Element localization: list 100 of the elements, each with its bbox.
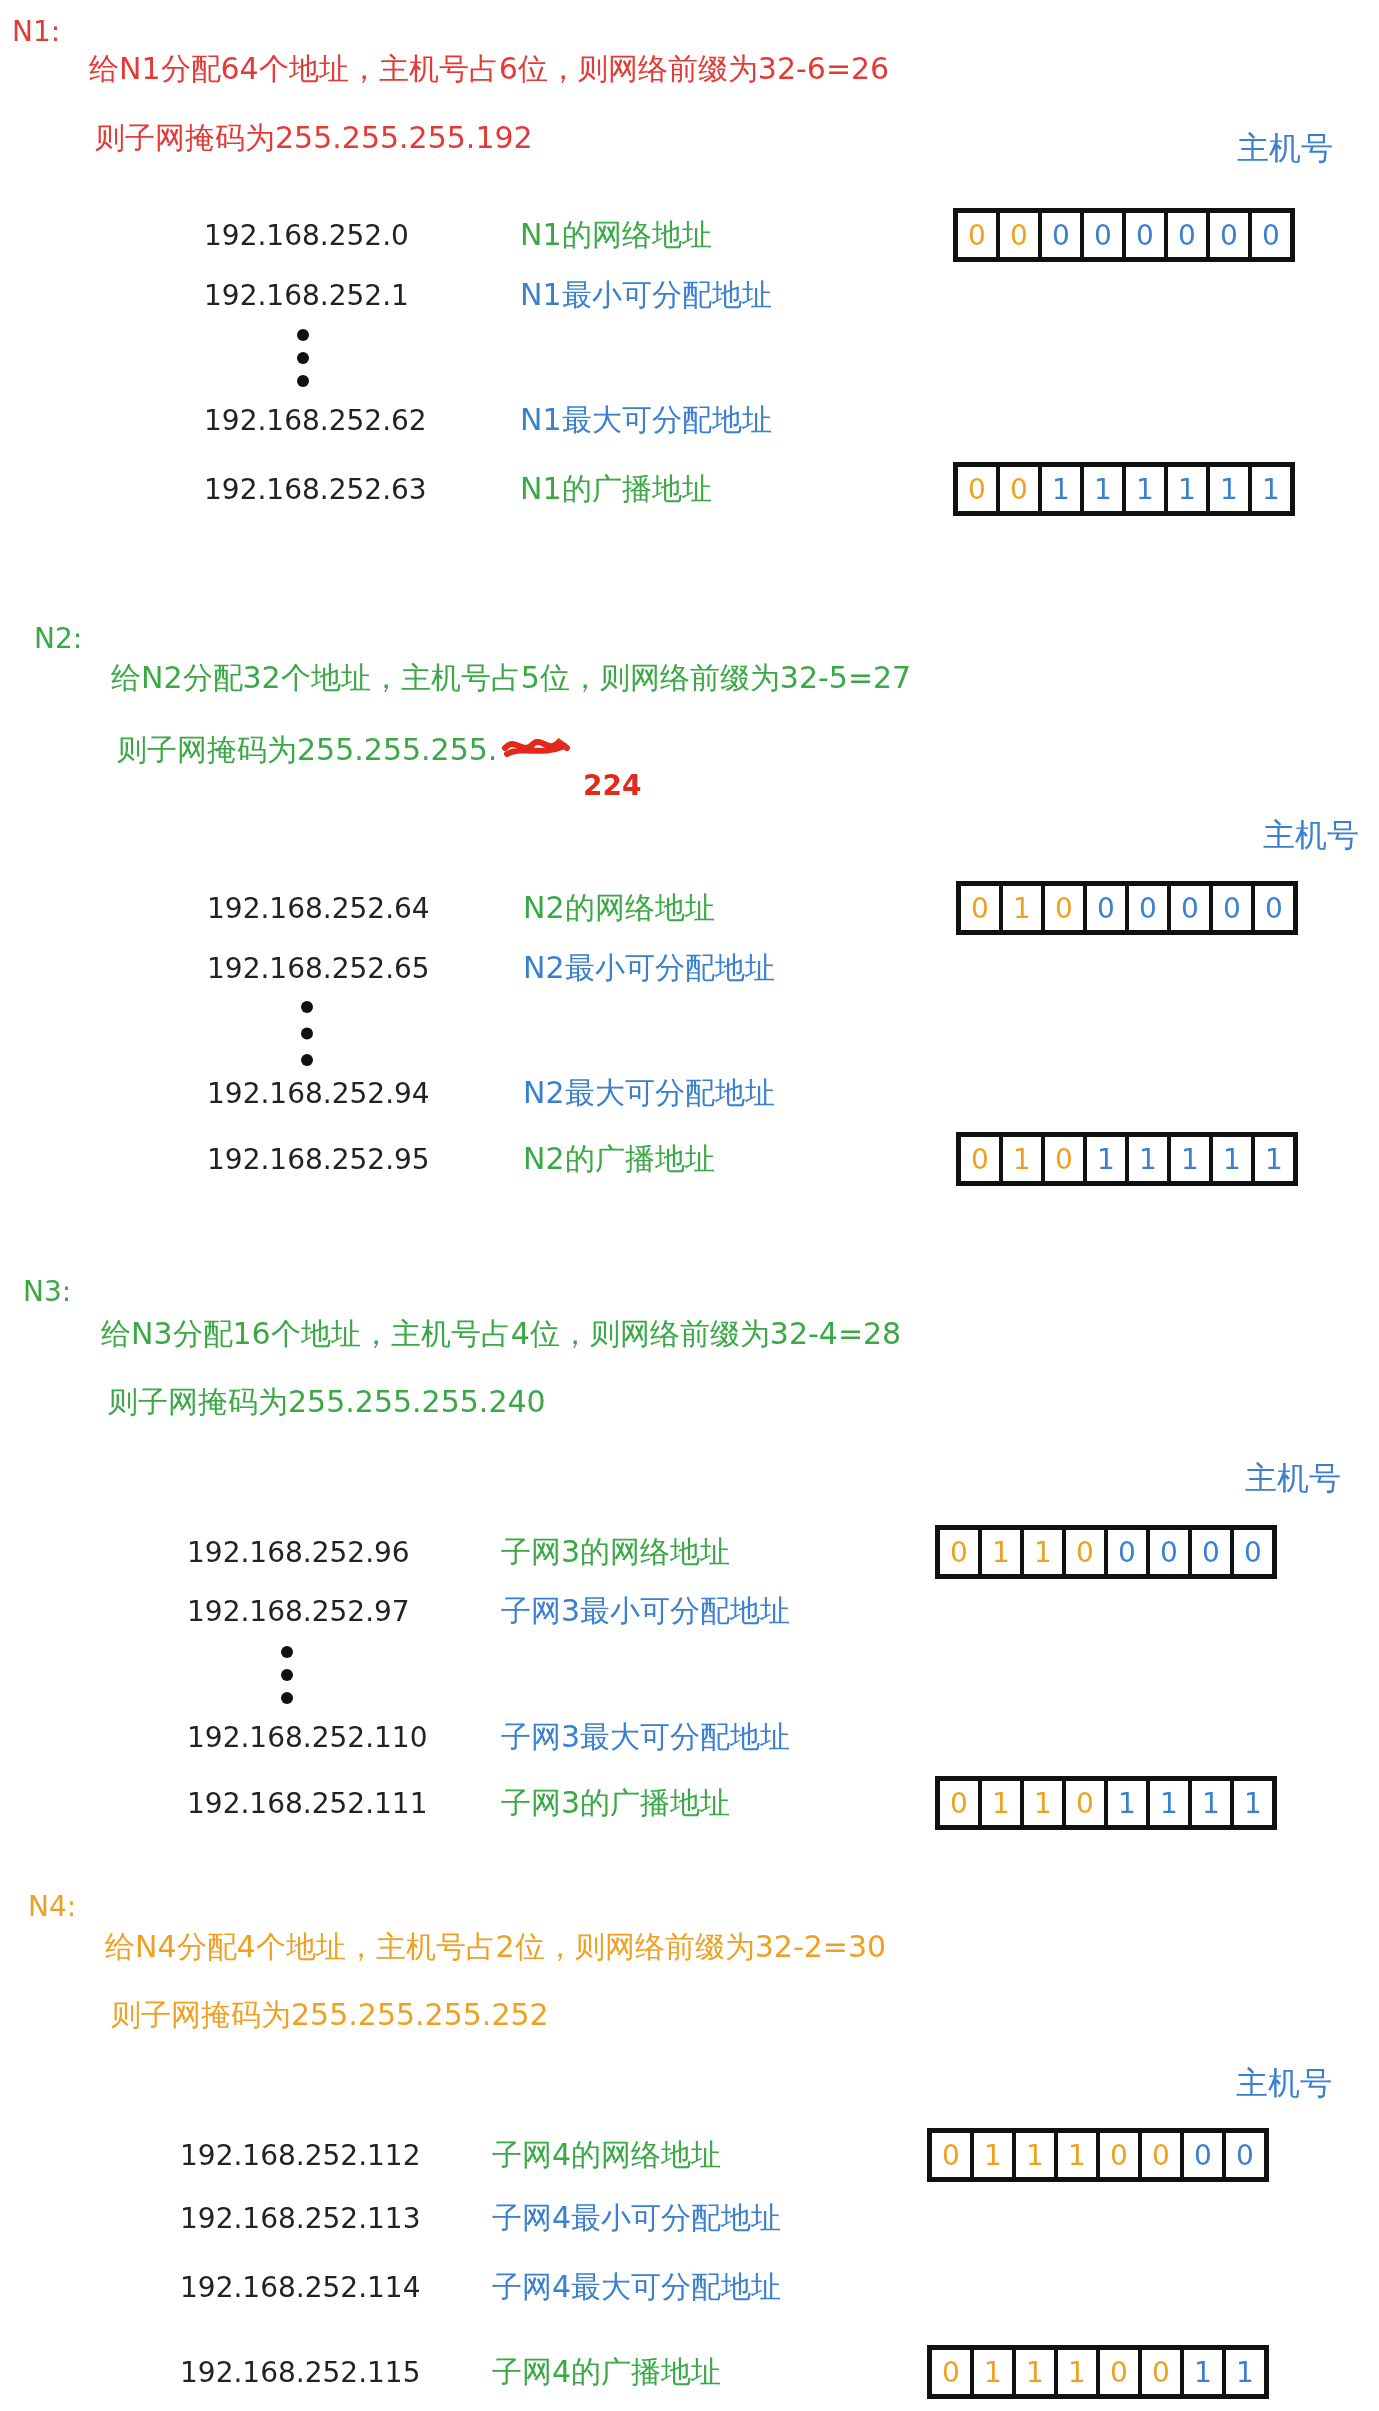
address-description: N2的网络地址 xyxy=(523,888,715,927)
bit-cell: 0 xyxy=(1224,2131,1266,2179)
bit-cell: 1 xyxy=(1022,1528,1064,1576)
bit-cell: 0 xyxy=(1166,211,1208,259)
bit-cell: 0 xyxy=(1064,1528,1106,1576)
address-description: N1的网络地址 xyxy=(520,215,712,254)
bit-cell: 1 xyxy=(1166,465,1208,513)
bit-cell: 0 xyxy=(1124,211,1166,259)
bit-cell: 0 xyxy=(1085,884,1127,932)
section-heading: N3: xyxy=(23,1274,72,1308)
bit-cell: 0 xyxy=(1106,1528,1148,1576)
bit-cell: 0 xyxy=(1232,1528,1274,1576)
bit-cell: 1 xyxy=(1232,1779,1274,1827)
bit-cell: 1 xyxy=(1148,1779,1190,1827)
bit-cell: 0 xyxy=(998,211,1040,259)
ip-address: 192.168.252.115 xyxy=(180,2355,421,2389)
address-description: 子网3的广播地址 xyxy=(501,1783,731,1822)
text-line: 给N1分配64个地址，主机号占6位，则网络前缀为32-6=26 xyxy=(89,49,890,88)
bit-cell: 0 xyxy=(1098,2348,1140,2396)
bit-cell: 1 xyxy=(1169,1135,1211,1183)
bit-cell: 1 xyxy=(1001,1135,1043,1183)
address-description: 子网3最大可分配地址 xyxy=(501,1717,791,1756)
bit-cell: 0 xyxy=(1169,884,1211,932)
bit-cell: 1 xyxy=(972,2348,1014,2396)
bit-cell: 0 xyxy=(938,1779,980,1827)
bit-cell: 0 xyxy=(1190,1528,1232,1576)
bit-cell: 1 xyxy=(1022,1779,1064,1827)
bit-cell: 1 xyxy=(1127,1135,1169,1183)
bit-cell: 0 xyxy=(1148,1528,1190,1576)
bit-cell: 0 xyxy=(1043,1135,1085,1183)
text-line: 给N4分配4个地址，主机号占2位，则网络前缀为32-2=30 xyxy=(105,1927,887,1966)
ip-address: 192.168.252.110 xyxy=(187,1720,428,1754)
bit-cell: 0 xyxy=(956,211,998,259)
bit-cell: 1 xyxy=(980,1528,1022,1576)
host-bits-label: 主机号 xyxy=(1236,2063,1332,2104)
bit-cell: 1 xyxy=(1211,1135,1253,1183)
bit-cell: 0 xyxy=(959,884,1001,932)
address-description: 子网4最大可分配地址 xyxy=(492,2267,782,2306)
ip-address: 192.168.252.0 xyxy=(204,218,409,252)
section-heading: N2: xyxy=(34,621,83,655)
ip-address: 192.168.252.95 xyxy=(207,1142,430,1176)
text-line: 则子网掩码为255.255.255. xyxy=(117,730,498,769)
ip-address: 192.168.252.94 xyxy=(207,1076,430,1110)
bit-cell: 1 xyxy=(1224,2348,1266,2396)
bit-cell: 1 xyxy=(1124,465,1166,513)
section-heading: N4: xyxy=(28,1889,77,1923)
address-description: 子网3的网络地址 xyxy=(501,1532,731,1571)
address-description: 子网4最小可分配地址 xyxy=(492,2198,782,2237)
bit-cell: 0 xyxy=(1098,2131,1140,2179)
bit-cell: 1 xyxy=(1056,2348,1098,2396)
bit-cell: 1 xyxy=(1040,465,1082,513)
bit-cell: 0 xyxy=(1208,211,1250,259)
bit-cell: 1 xyxy=(972,2131,1014,2179)
bit-cell: 1 xyxy=(1014,2348,1056,2396)
bit-cell: 0 xyxy=(1140,2348,1182,2396)
bit-cell: 0 xyxy=(930,2348,972,2396)
address-description: N1最小可分配地址 xyxy=(520,275,772,314)
ip-address: 192.168.252.1 xyxy=(204,278,409,312)
bit-cell: 0 xyxy=(998,465,1040,513)
text-line: 给N3分配16个地址，主机号占4位，则网络前缀为32-4=28 xyxy=(101,1314,902,1353)
section-heading: N1: xyxy=(12,14,61,48)
bit-cell: 1 xyxy=(1208,465,1250,513)
bit-cell: 0 xyxy=(1140,2131,1182,2179)
bit-cell: 1 xyxy=(1082,465,1124,513)
ip-address: 192.168.252.114 xyxy=(180,2270,421,2304)
bit-cell: 0 xyxy=(1253,884,1295,932)
address-description: N1的广播地址 xyxy=(520,469,712,508)
bit-cell: 1 xyxy=(1182,2348,1224,2396)
bit-cell: 0 xyxy=(1064,1779,1106,1827)
bit-cell: 0 xyxy=(1040,211,1082,259)
text-line: 则子网掩码为255.255.255.252 xyxy=(111,1995,549,2034)
bit-cell: 1 xyxy=(1056,2131,1098,2179)
host-bits-label: 主机号 xyxy=(1245,1458,1341,1499)
bit-cell: 0 xyxy=(1043,884,1085,932)
address-description: N2最大可分配地址 xyxy=(523,1073,775,1112)
host-bits-label: 主机号 xyxy=(1263,815,1359,856)
bit-cell: 0 xyxy=(1082,211,1124,259)
ip-address: 192.168.252.96 xyxy=(187,1535,410,1569)
bit-cell: 1 xyxy=(1085,1135,1127,1183)
address-description: N2最小可分配地址 xyxy=(523,948,775,987)
text-line: 给N2分配32个地址，主机号占5位，则网络前缀为32-5=27 xyxy=(111,658,912,697)
address-description: 子网4的网络地址 xyxy=(492,2135,722,2174)
address-description: 子网4的广播地址 xyxy=(492,2352,722,2391)
host-bits-label: 主机号 xyxy=(1237,128,1333,169)
bit-cell: 0 xyxy=(1127,884,1169,932)
ip-address: 192.168.252.111 xyxy=(187,1786,428,1820)
bit-cell: 0 xyxy=(1250,211,1292,259)
bit-cell: 0 xyxy=(1182,2131,1224,2179)
address-description: 子网3最小可分配地址 xyxy=(501,1591,791,1630)
bit-cell: 0 xyxy=(959,1135,1001,1183)
text-line: 则子网掩码为255.255.255.192 xyxy=(95,118,533,157)
bit-cell: 1 xyxy=(1014,2131,1056,2179)
ip-address: 192.168.252.65 xyxy=(207,951,430,985)
ip-address: 192.168.252.62 xyxy=(204,403,427,437)
bit-cell: 0 xyxy=(1211,884,1253,932)
bit-cell: 0 xyxy=(938,1528,980,1576)
bit-cell: 0 xyxy=(930,2131,972,2179)
address-description: N2的广播地址 xyxy=(523,1139,715,1178)
correction-note: 224 xyxy=(583,768,642,802)
text-line: 则子网掩码为255.255.255.240 xyxy=(108,1382,546,1421)
